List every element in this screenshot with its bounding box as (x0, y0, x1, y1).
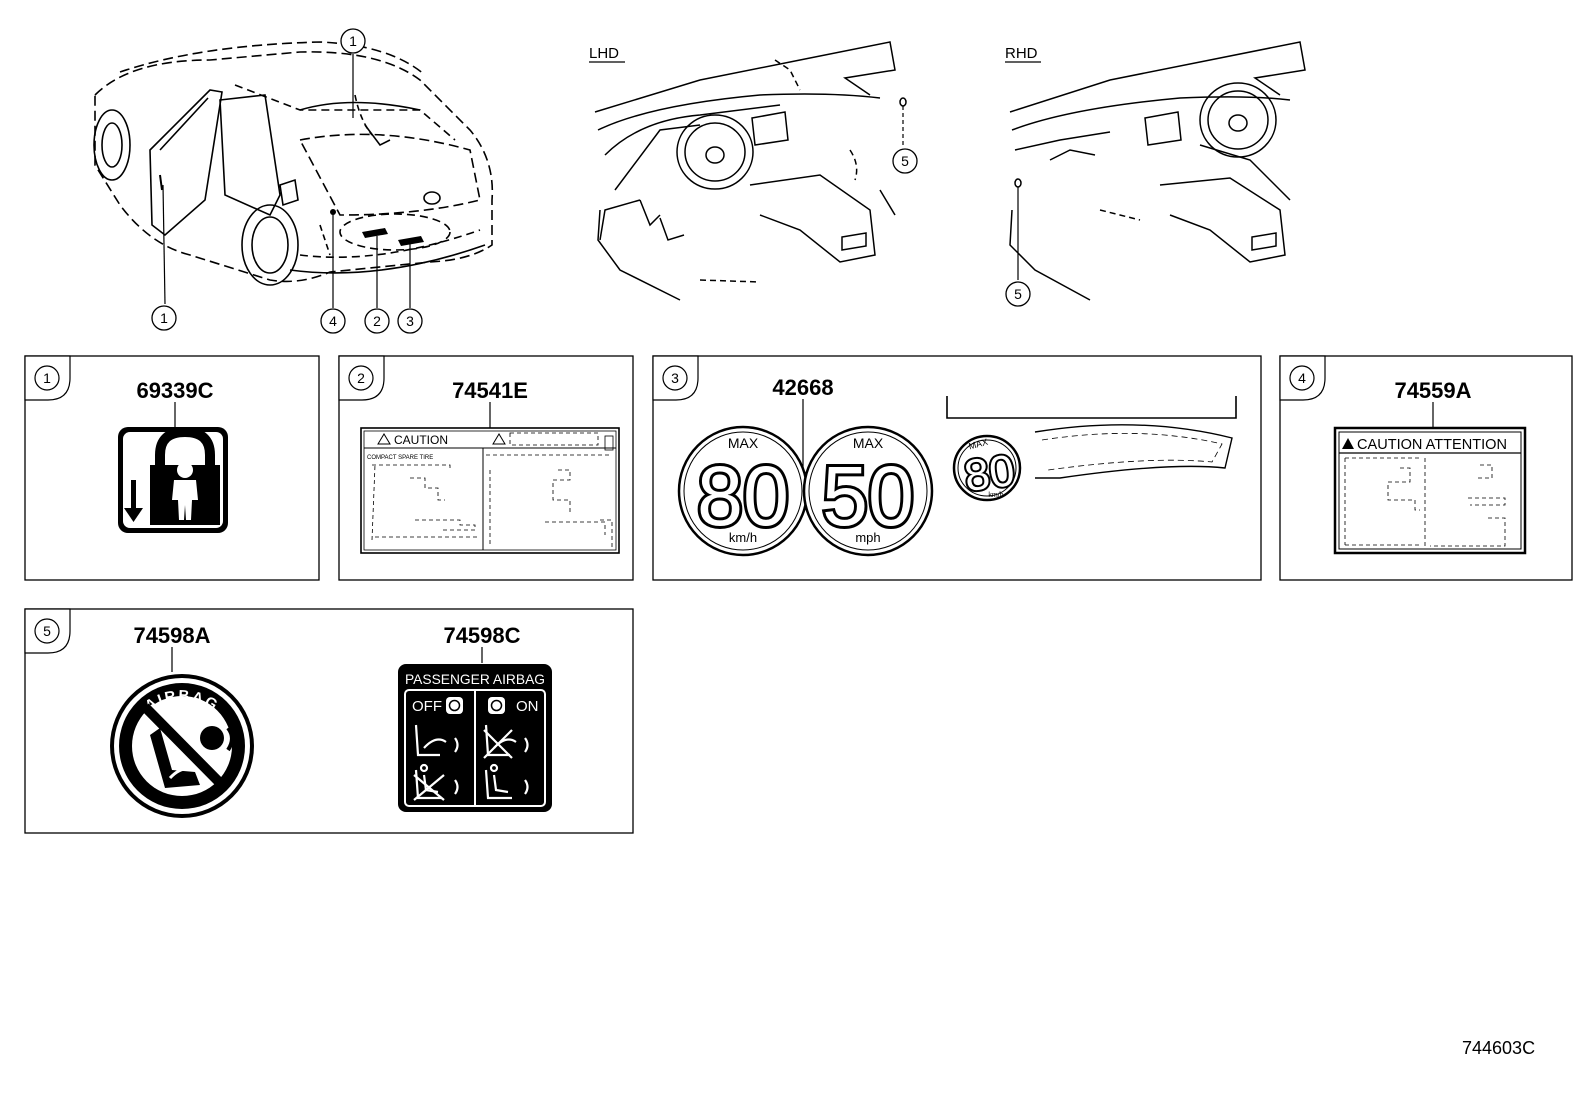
vehicle-leader-lines (162, 54, 411, 308)
panel-4-part-number: 74559A (1394, 378, 1471, 403)
speed-badge-3-unit: km/h (988, 492, 1003, 499)
airbag-off-label: OFF (412, 698, 442, 715)
speed-badge-1-value: 80 (697, 449, 789, 543)
panel-number-tabs (24, 355, 1326, 654)
caution-attention-label: CAUTION ATTENTION (1333, 426, 1527, 555)
caution-attention-heading: CAUTION ATTENTION (1357, 436, 1507, 453)
speed-badge-1-unit: km/h (729, 530, 757, 545)
panel-4-number: 4 (1298, 370, 1306, 386)
speed-badge-3-value: 80 (961, 446, 1017, 501)
vehicle-overview-illustration (93, 41, 494, 286)
speed-badge-2-unit: mph (855, 530, 880, 545)
speed-badge-3-max: MAX (968, 437, 989, 452)
overview-callouts (151, 28, 1031, 334)
panel-frames (24, 355, 1573, 834)
panel-2-number: 2 (357, 370, 365, 386)
max-speed-labels: MAX 80 km/h MAX 50 mph MAX 80 km/h (677, 396, 1237, 557)
panel-5-part-number-c: 74598C (443, 623, 520, 648)
speed-badge-2-max: MAX (853, 435, 884, 451)
caution-heading: CAUTION (394, 433, 448, 447)
panel-5-number: 5 (43, 623, 51, 639)
callout-number: 3 (406, 313, 414, 329)
part-leader-lines (171, 399, 1434, 672)
vehicle-label-markers (330, 209, 424, 246)
panel-3-part-number: 42668 (772, 375, 833, 400)
callout-number: 2 (373, 313, 381, 329)
caution-subtitle: COMPACT SPARE TIRE (367, 455, 433, 461)
panel-3-number: 3 (671, 370, 679, 386)
compact-spare-caution-label: CAUTION COMPACT SPARE TIRE (360, 427, 620, 554)
callout-number: 1 (160, 310, 168, 326)
rhd-dashboard-illustration (1009, 41, 1306, 301)
rhd-label: RHD (1005, 45, 1038, 62)
callout-number: 1 (349, 33, 357, 49)
airbag-prohibition-label: AIRBAG (110, 674, 254, 818)
callout-number: 5 (901, 153, 909, 169)
lhd-dashboard-illustration (594, 41, 907, 301)
figure-id: 744603C (1462, 1038, 1536, 1058)
passenger-airbag-status-label: PASSENGER AIRBAG OFF ON (398, 664, 552, 812)
speed-badge-1-max: MAX (728, 435, 759, 451)
child-lock-label (118, 426, 228, 533)
callout-number: 4 (329, 313, 337, 329)
callout-number: 5 (1014, 286, 1022, 302)
speed-badge-2-value: 50 (822, 449, 914, 543)
panel-2-part-number: 74541E (452, 378, 528, 403)
panel-1-number: 1 (43, 370, 51, 386)
panel-1-part-number: 69339C (136, 378, 213, 403)
airbag-on-label: ON (516, 698, 539, 715)
panel-5-part-number-a: 74598A (133, 623, 210, 648)
lhd-label: LHD (589, 45, 619, 62)
passenger-airbag-title: PASSENGER AIRBAG (405, 671, 545, 687)
